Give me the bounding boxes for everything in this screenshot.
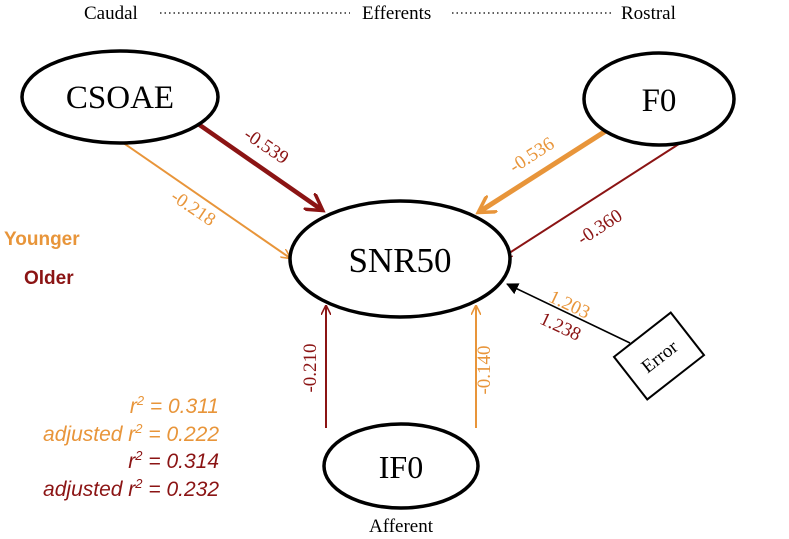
legend-younger: Younger (4, 229, 80, 250)
legend-older: Older (24, 268, 74, 289)
header-efferents-label: Efferents (362, 3, 431, 24)
stat-older-adjusted-r2: adjusted r2 = 0.232 (43, 476, 219, 501)
node-error: Error (612, 311, 706, 401)
coef-f0-younger: -0.536 (506, 133, 559, 177)
node-snr50: SNR50 (288, 199, 512, 319)
node-if0-label: IF0 (379, 449, 423, 485)
path-csoae-older (189, 117, 322, 210)
coef-if0-younger: -0.140 (474, 345, 495, 394)
node-if0: IF0 (322, 422, 480, 510)
path-csoae-younger (121, 141, 290, 258)
node-f0-label: F0 (642, 83, 677, 119)
coef-if0-older: -0.210 (300, 343, 321, 392)
header-rostral-label: Rostral (621, 3, 676, 24)
path-f0-older (503, 141, 683, 257)
coef-csoae-older: -0.539 (240, 124, 292, 169)
node-snr50-label: SNR50 (348, 241, 451, 280)
stat-younger-r2: r2 = 0.311 (130, 393, 219, 418)
path-f0-younger (479, 124, 614, 212)
footer-afferent-label: Afferent (369, 516, 434, 537)
coef-csoae-younger: -0.218 (167, 186, 219, 231)
header-caudal-label: Caudal (84, 3, 138, 24)
coef-f0-older: -0.360 (574, 205, 627, 249)
stat-younger-adjusted-r2: adjusted r2 = 0.222 (43, 421, 219, 446)
path-error (506, 283, 631, 344)
node-f0: F0 (582, 51, 736, 147)
node-csoae-label: CSOAE (66, 80, 174, 116)
node-csoae: CSOAE (20, 49, 220, 145)
stat-older-r2: r2 = 0.314 (128, 448, 219, 473)
